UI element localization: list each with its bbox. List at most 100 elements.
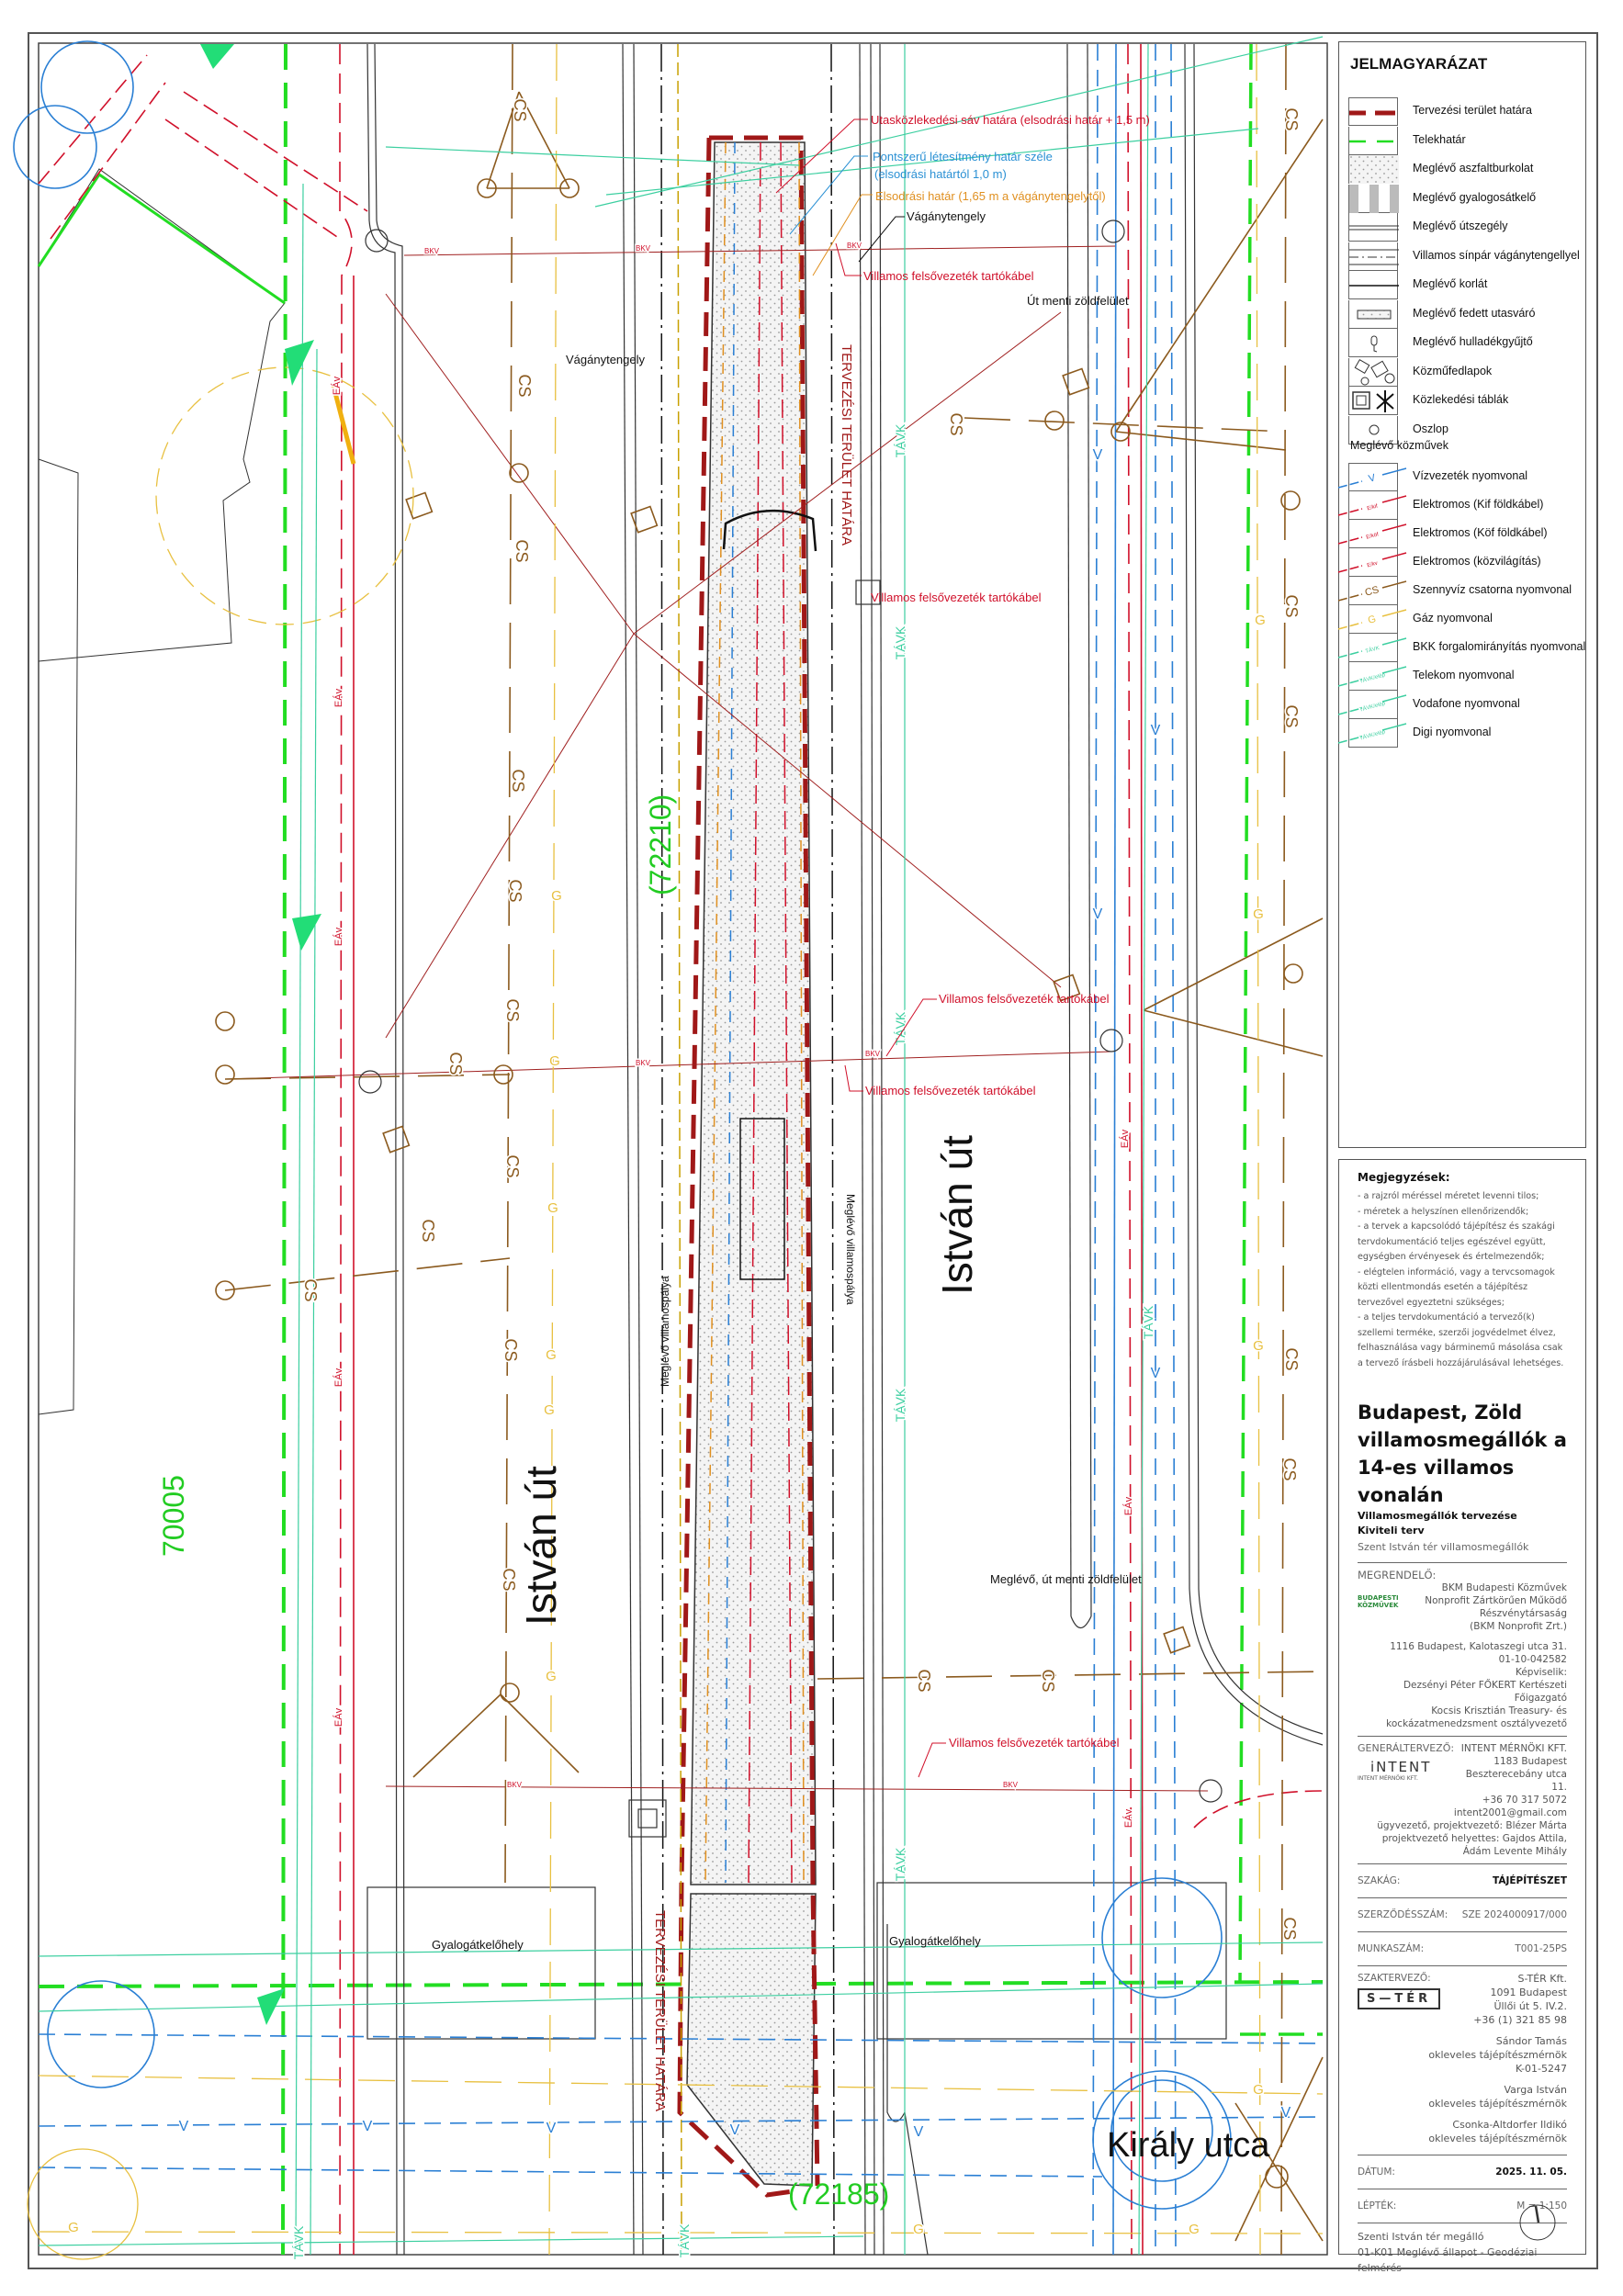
project-title: Budapest, Zöld villamosmegállók a 14-es … [1358, 1401, 1567, 1506]
client-address-line: kockázatmenedzsment osztályvezető [1386, 1718, 1567, 1729]
annotation: Elsodrási határ (1,65 m a vágánytengelyt… [875, 189, 1106, 203]
solid-line-icon [1348, 271, 1399, 299]
intent-logo: iNTENT [1370, 1759, 1432, 1775]
annotation: (elsodrási határtól 1,0 m) [874, 167, 1007, 181]
dotted-fill-icon [1348, 155, 1399, 184]
utility-line-label: CS [1282, 107, 1301, 130]
utility-line-label: TÁVK [893, 1011, 907, 1045]
annotation: Vágánytengely [907, 209, 986, 223]
utility-line-label: V [1093, 447, 1103, 463]
utility-line-label: G [1253, 2082, 1264, 2098]
utility-tag: TÁVK [1365, 645, 1381, 655]
specialist-line: S-TÉR Kft. [1517, 1973, 1567, 1985]
utility-line-label: EÁv [332, 688, 344, 707]
note-line: - elégtelen információ, vagy a tervcsoma… [1358, 1266, 1555, 1308]
intent-logo-sub: INTENT MÉRNÖKI KFT. [1358, 1775, 1418, 1782]
utility-line-icon: TÁVK [1337, 634, 1407, 662]
utility-line-label: CS [947, 412, 965, 435]
specialist-person-line: okleveles tájépítészmérnök [1428, 2098, 1567, 2110]
parcel-number: 70005 [157, 1475, 190, 1557]
general-designer-line: projektvezető helyettes: Gajdos Attila, [1381, 1833, 1567, 1844]
legend-label: Vodafone nyomvonal [1413, 697, 1520, 710]
general-designer-line: 1183 Budapest [1493, 1756, 1567, 1767]
sheet-title-line: felmérés [1358, 2262, 1402, 2274]
legend-label: Meglévő fedett utasváró [1413, 306, 1536, 320]
utility-line-label: G [1189, 2222, 1200, 2237]
utility-line-label: V [1093, 906, 1103, 922]
utility-line-label: V [914, 2124, 924, 2140]
legend-label: Vízvezeték nyomvonal [1413, 469, 1528, 482]
legend-label: Meglévő gyalogosátkelő [1413, 190, 1537, 204]
utility-line-label: TÁVK [893, 1388, 907, 1422]
legend-label: BKK forgalomirányítás nyomvonal [1413, 640, 1586, 653]
legend-item: Meglévő fedett utasváró [1348, 299, 1578, 329]
specialist-person-line: Sándor Tamás [1495, 2035, 1567, 2047]
general-designer-line: Ádám Levente Mihály [1462, 1846, 1567, 1857]
s-ter-logo: S—TÉR [1358, 1988, 1441, 2009]
utility-line-label: G [546, 1347, 557, 1363]
legend-item: Meglévő hulladékgyűjtő [1348, 329, 1578, 357]
utility-line-label: CS [1280, 1458, 1299, 1480]
traffic-sign-symbols [200, 44, 321, 2025]
utility-line-label: V [1151, 1366, 1161, 1381]
client-logo: BUDAPESTI KÖZMŰVEK [1358, 1594, 1399, 1609]
client-label: MEGRENDELŐ: [1358, 1569, 1437, 1581]
annotation: Gyalogátkelőhely [889, 1934, 981, 1948]
client-line: BKM Budapesti Közművek [1441, 1582, 1567, 1593]
legend-label: Meglévő korlát [1413, 277, 1488, 290]
annotation: Vágánytengely [566, 353, 646, 366]
specialist-line: 1091 Budapest [1490, 1986, 1567, 1998]
legend-utility-item: TÁVK BKK forgalomirányítás nyomvonal [1337, 634, 1585, 662]
utility-line-label: G [913, 2222, 924, 2237]
client-line: Részvénytársaság [1479, 1608, 1567, 1619]
legend-item: Meglévő aszfaltburkolat [1348, 155, 1578, 184]
utility-line-label: V [1151, 723, 1161, 738]
legend-item: Meglévő korlát [1348, 271, 1578, 299]
gas-lines [27, 43, 1324, 2260]
specialist-person-line: okleveles tájépítészmérnök [1428, 2049, 1567, 2061]
legend-label: Elektromos (közvilágítás) [1413, 555, 1541, 568]
utility-line-label: CS [515, 374, 534, 397]
bkv-cables [224, 245, 1209, 1792]
utility-line-label: G [1255, 613, 1266, 628]
utility-tag: V [1368, 472, 1378, 485]
general-designer-label: GENERÁLTERVEZŐ: [1358, 1742, 1455, 1754]
legend-label: Oszlop [1413, 422, 1448, 435]
utility-line-icon: CS [1337, 577, 1407, 605]
specialist-person-line: K-01-5247 [1516, 2063, 1567, 2075]
annotation: Villamos felsővezeték tartókábel [939, 992, 1110, 1006]
legend-item: Oszlop [1348, 415, 1578, 445]
pole-icon-icon [1348, 415, 1398, 445]
water-lines [13, 40, 1324, 2256]
annotation: Villamos felsővezeték tartókábel [949, 1736, 1120, 1750]
annotation: Meglévő villamospálya [659, 1276, 671, 1387]
annotation: Gyalogátkelőhely [432, 1938, 524, 1952]
utility-line-label: BKV [636, 244, 651, 253]
annotation: Utasközlekedési sáv határa (elsodrási ha… [871, 113, 1150, 127]
utility-line-label: CS [513, 539, 531, 562]
project-subtitle: Villamosmegállók tervezése [1358, 1510, 1517, 1522]
utility-line-label: EÁv [332, 927, 344, 946]
utility-line-label: CS [503, 1154, 522, 1177]
design-boundary-label: TERVEZÉSI TERÜLET HATÁRA [839, 344, 855, 546]
utility-line-label: CS [502, 1338, 520, 1361]
annotation: Villamos felsővezeték tartókábel [871, 591, 1042, 604]
utility-line-label: EÁv [332, 1367, 344, 1387]
utility-line-icon: E/kif [1337, 491, 1407, 520]
legend-label: Telekom nyomvonal [1413, 669, 1515, 681]
utility-line-label: G [549, 1053, 560, 1069]
utility-line-icon: G [1337, 605, 1407, 634]
utility-line-label: CS [1282, 1347, 1301, 1370]
utility-line-label: CS [1282, 594, 1301, 617]
legend-title: JELMAGYARÁZAT [1350, 55, 1488, 73]
utility-line-label: V [730, 2122, 740, 2138]
legend-item: Közműfedlapok [1348, 357, 1578, 387]
utility-line-label: EÁv [1119, 1129, 1131, 1148]
